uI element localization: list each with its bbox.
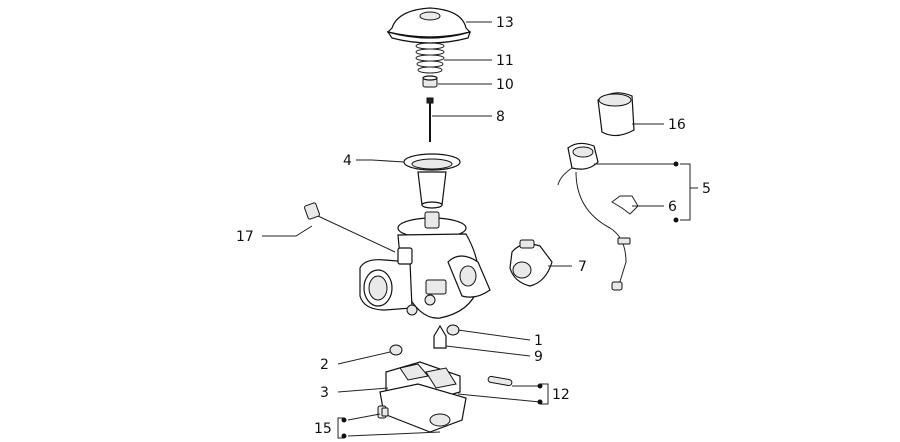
callout-17: 17	[236, 229, 254, 245]
float-bowl	[377, 383, 467, 433]
callout-1: 1	[534, 333, 543, 349]
choke-cap	[597, 92, 635, 137]
bowl-screw	[381, 407, 389, 417]
callout-7: 7	[578, 259, 587, 275]
callout-11: 11	[496, 53, 514, 69]
diaphragm	[403, 153, 461, 209]
callout-16: 16	[668, 117, 686, 133]
callout-15: 15	[314, 421, 332, 437]
callout-10: 10	[496, 77, 514, 93]
callout-labels: 13 11 10 8 16 4 5 6 17 7 1 9 2 3 12 15	[236, 15, 711, 437]
callout-3: 3	[320, 385, 329, 401]
needle-retainer	[422, 75, 438, 88]
callout-9: 9	[534, 349, 543, 365]
clip	[611, 195, 639, 215]
callout-12: 12	[552, 387, 570, 403]
main-jet	[446, 324, 460, 336]
callout-8: 8	[496, 109, 505, 125]
callout-6: 6	[668, 199, 677, 215]
starter-valve	[557, 142, 631, 291]
carburetor-body	[359, 211, 491, 319]
callout-2: 2	[320, 357, 329, 373]
diaphragm-cover	[386, 7, 472, 44]
float-needle	[433, 324, 447, 349]
jet-needle	[426, 97, 434, 142]
leader-lines	[262, 21, 698, 439]
idle-screw	[304, 202, 396, 253]
callout-5: 5	[702, 181, 711, 197]
float-pin	[487, 375, 513, 387]
inlet-fitting	[509, 239, 553, 287]
spring	[415, 42, 445, 74]
callout-4: 4	[343, 153, 352, 169]
callout-13: 13	[496, 15, 514, 31]
drain-plug	[389, 344, 403, 356]
